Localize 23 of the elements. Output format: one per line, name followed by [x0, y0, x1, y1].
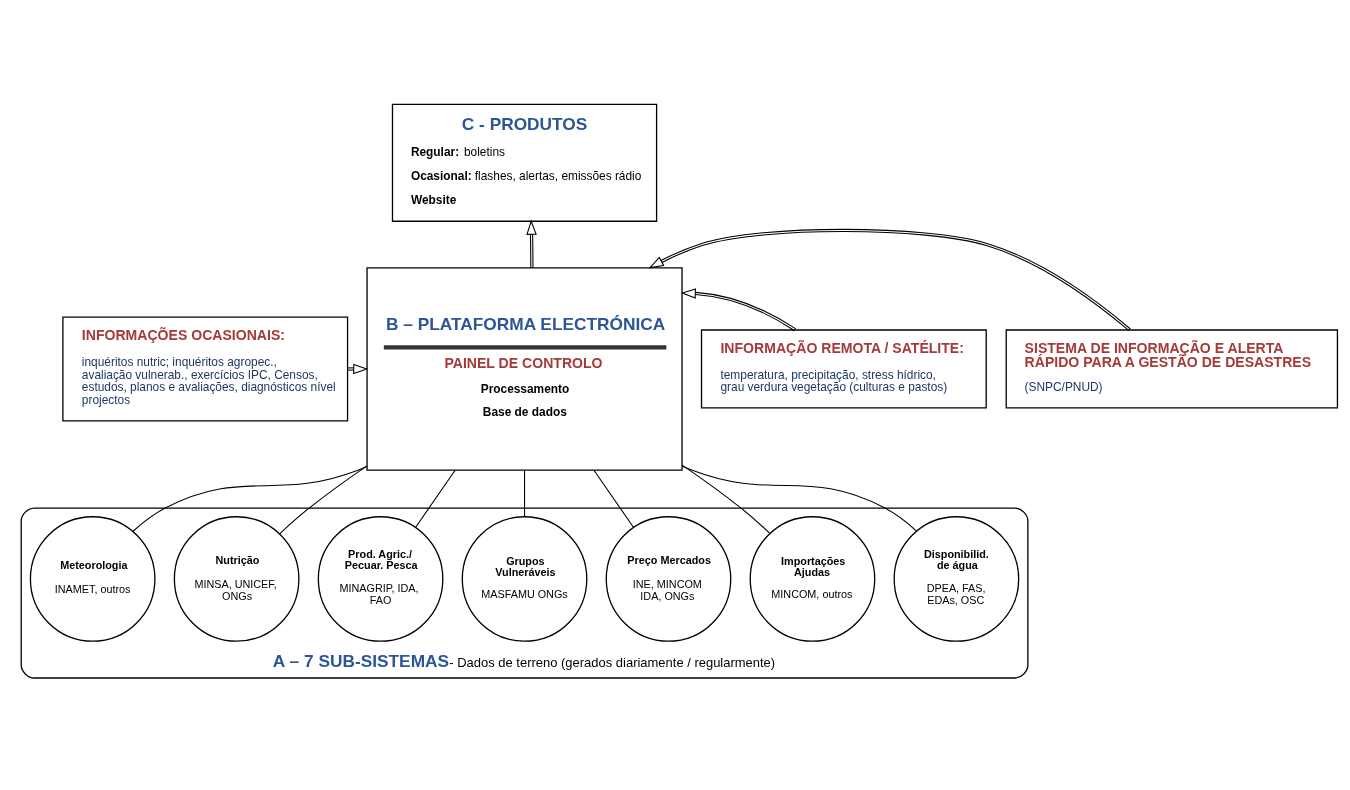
node-circle: Grupos Vulneráveis MASFAMU ONGs: [461, 515, 588, 642]
connector: [681, 464, 771, 534]
node-circle: Preço Mercados INE, MINCOM IDA, ONGs: [605, 515, 732, 642]
node-box: B – PLATAFORMA ELECTRÓNICA PAINEL DE CONTROLO Processamento Base de dados: [366, 266, 683, 471]
node-circle: Disponibilid. de água DPEA, FAS, EDAs, OSC: [893, 515, 1020, 642]
connector: [279, 464, 368, 534]
node-circle: Meteorologia INAMET, outros: [29, 515, 156, 642]
connector: [414, 469, 456, 528]
arrow: [680, 287, 797, 331]
node-circle: Importações Ajudas MINCOM, outros: [749, 515, 876, 642]
connector: [132, 465, 368, 532]
arrow: [347, 363, 369, 374]
arrow: [648, 228, 1131, 331]
node-circle: Prod. Agric./ Pecuar. Pesca MINAGRIP, IDA, FAO: [317, 515, 444, 642]
node-box: C - PRODUTOS Regular: boletins Ocasional: flashes, alertas, emissões rádio Website: [391, 103, 658, 222]
arrow: [526, 219, 537, 268]
connector: [681, 465, 917, 531]
node-box: SISTEMA DE INFORMAÇÃO E ALERTA RÁPIDO PARA A GESTÃO DE DESASTRES (SNPC/PNUD): [1005, 328, 1339, 409]
connector: [524, 469, 526, 517]
connector: [593, 469, 635, 528]
node-circle: Nutrição MINSA, UNICEF, ONGs: [173, 515, 300, 642]
node-box: INFORMAÇÃO REMOTA / SATÉLITE: temperatura, precipitação, stress hídrico, grau verdura vegetação (culturas e pastos): [700, 328, 987, 409]
node-box: INFORMAÇÕES OCASIONAIS: inquéritos nutric; inquéritos agropec., avaliação vulnerab., exercícios IPC, Censos, estudos, planos e avaliações, diagnósticos nível projectos: [62, 315, 349, 422]
